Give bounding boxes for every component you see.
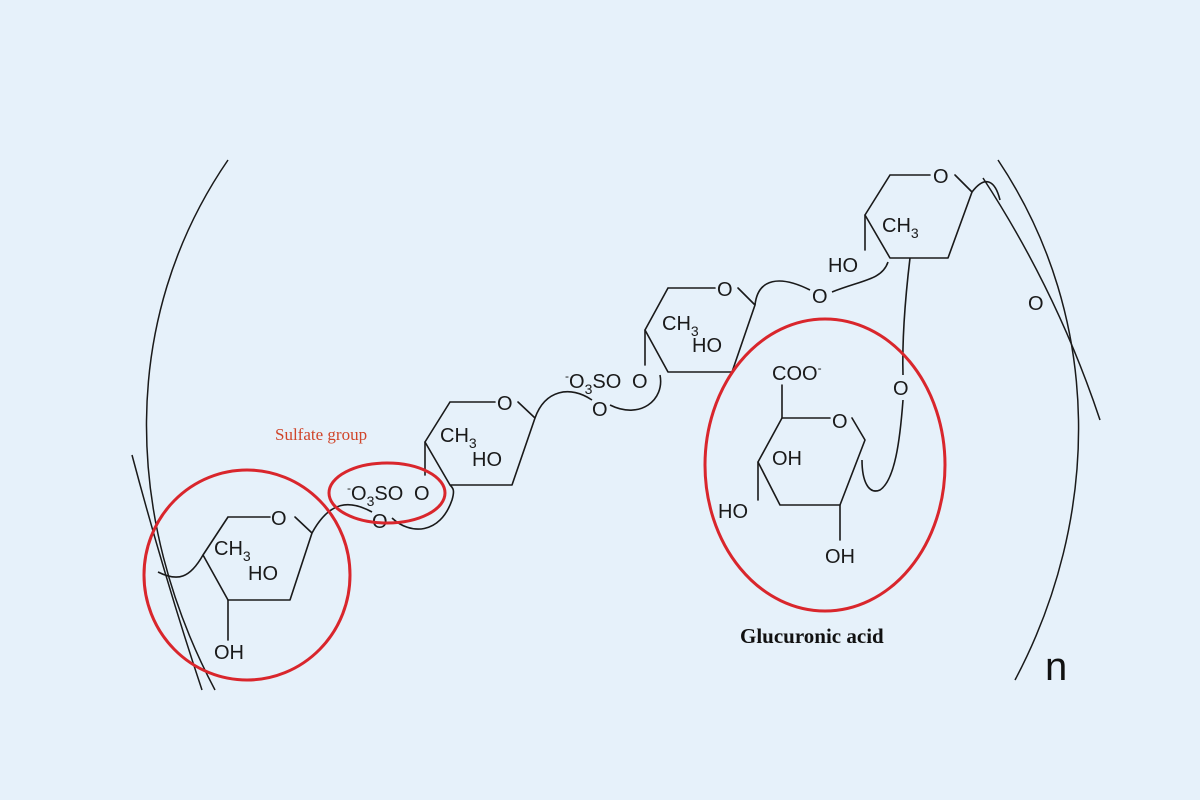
ring-3-ch: CH3 [662,313,699,339]
ring-3-ho: HO [692,335,722,357]
ring-1-ch: CH3 [214,538,251,564]
gluc-ho: HO [718,501,748,523]
ring-2-oxygen: O [497,393,513,415]
glycosidic-link-3 [754,280,811,306]
ring-4-ch: CH3 [882,215,919,241]
ring-1-oh: OH [214,642,244,664]
ring-4-oxygen: O [933,166,949,188]
left-parenthesis [145,159,229,691]
ring-3: O CH3 HO [644,279,756,373]
ring-2-ho: HO [472,449,502,471]
carboxylate: COO- [772,361,822,385]
ring-2: O CH3 HO [424,393,536,486]
gluc-ring-oxygen: O [832,411,848,433]
right-backbone-arc [982,177,1101,421]
sulfate-1-formula: -O3SO [347,481,403,509]
gluc-oh-2: OH [825,546,855,568]
sulfate-1: -O3SO O [347,481,455,530]
gluc-oh-1: OH [772,448,802,470]
sulfate-1-oxygen: O [414,483,430,505]
glucuronic-acid-label: Glucuronic acid [740,624,884,648]
glycosidic-link-2 [534,390,593,419]
sulfate-group-label: Sulfate group [275,425,367,444]
ring-1-oxygen: O [271,508,287,530]
glycosidic-link-1 [311,503,373,534]
glucuronic-acid-ring: O COO- OH HO OH [718,361,866,568]
repeat-unit-n: n [1045,645,1067,689]
branch-link [902,257,911,376]
ring-3-oxygen: O [717,279,733,301]
sulfate-2-oxygen: O [632,371,648,393]
ring-4-ho: HO [828,255,858,277]
ring-2-ch: CH3 [440,425,477,451]
sulfate-2-formula: -O3SO [565,369,621,397]
highlight-sulfate [327,461,447,525]
backbone-oxygen: O [1028,293,1044,315]
ring-1: O OH CH3 HO [157,508,313,664]
link-3-oxygen: O [812,286,828,308]
ring-4: O CH3 HO [828,166,1001,277]
ring-1-ho: HO [248,563,278,585]
link-2-oxygen: O [592,399,608,421]
branch-oxygen: O [893,378,909,400]
highlight-fucose [142,468,352,682]
highlight-glucuronic-acid [703,317,947,613]
right-parenthesis [997,159,1080,681]
